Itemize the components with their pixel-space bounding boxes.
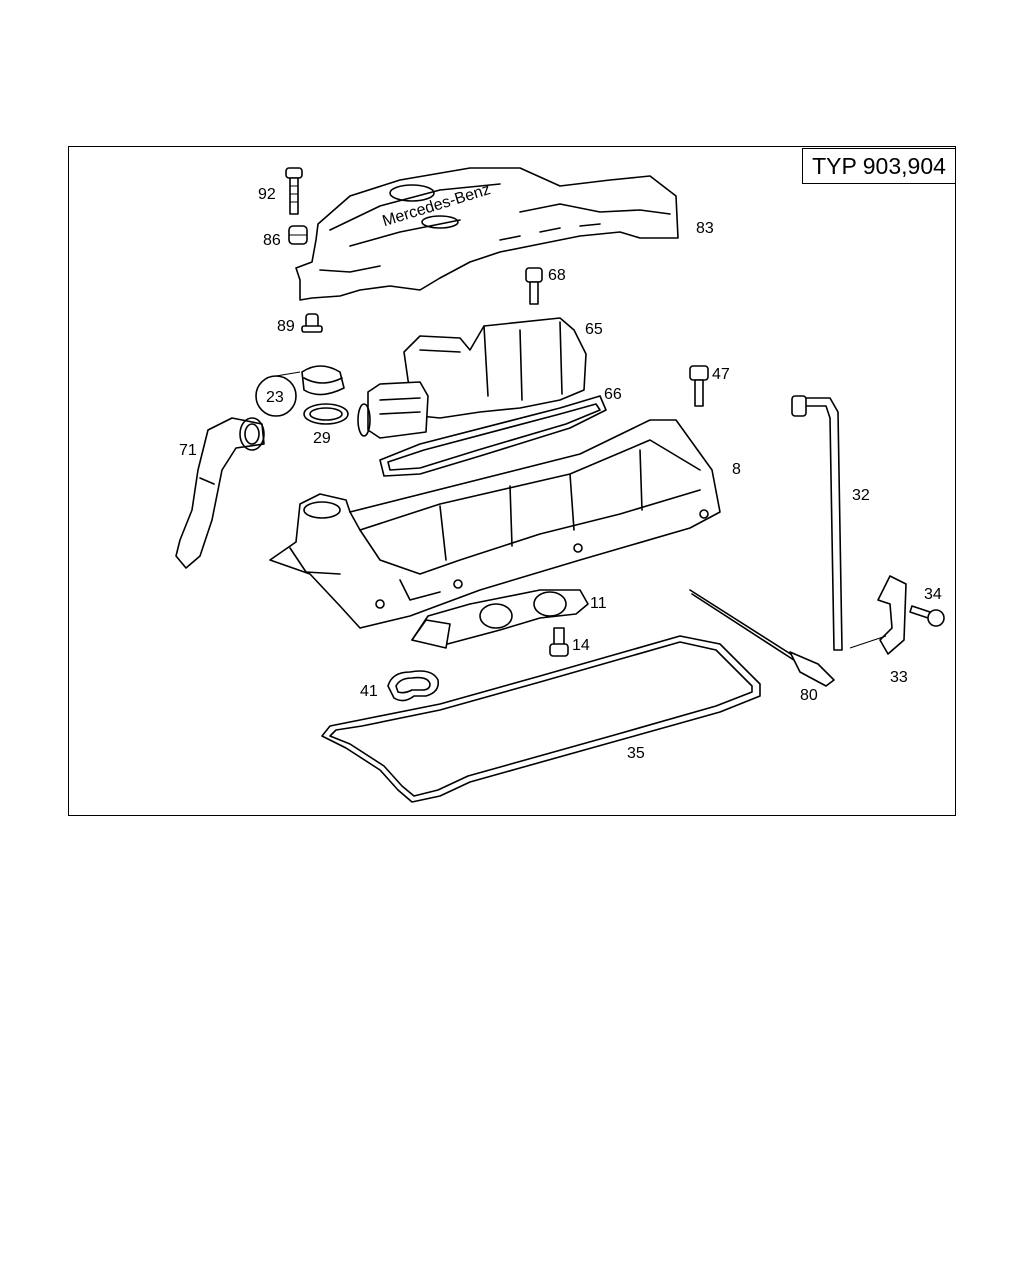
model-type-label: TYP 903,904 <box>802 148 956 184</box>
callout-23: 23 <box>266 389 284 406</box>
part-92-bolt <box>285 167 303 215</box>
callout-labels: 92 86 83 68 89 65 23 47 29 66 71 8 32 34… <box>179 186 942 762</box>
callout-41: 41 <box>360 683 378 700</box>
part-80-dipstick <box>689 589 835 687</box>
part-86-grommet <box>288 225 308 245</box>
callout-80: 80 <box>800 687 818 704</box>
callout-11: 11 <box>590 595 607 612</box>
callout-86: 86 <box>263 232 281 249</box>
part-66-gasket <box>379 395 607 477</box>
callout-14: 14 <box>572 637 590 654</box>
part-23-filler-cap <box>255 365 345 417</box>
part-68-bolt <box>525 267 543 305</box>
callout-29: 29 <box>313 430 331 447</box>
part-35-gasket <box>321 635 761 803</box>
part-14-bolt <box>549 627 569 657</box>
part-41-seal <box>387 670 440 702</box>
callout-32: 32 <box>852 487 870 504</box>
callout-89: 89 <box>277 318 295 335</box>
part-33-bracket <box>849 575 907 655</box>
callout-66: 66 <box>604 386 622 403</box>
callout-83: 83 <box>696 220 714 237</box>
callout-34: 34 <box>924 586 942 603</box>
part-8-cylinder-head-cover <box>269 419 721 629</box>
callout-65: 65 <box>585 321 603 338</box>
callout-71: 71 <box>179 442 197 459</box>
part-29-seal-ring <box>303 403 349 425</box>
part-89-stud <box>301 313 323 333</box>
part-34-bolt <box>909 605 945 627</box>
callout-68: 68 <box>548 267 566 284</box>
part-32-dipstick-tube <box>791 395 843 651</box>
part-83-engine-cover: Mercedes-Benz <box>295 167 679 301</box>
callout-47: 47 <box>712 366 730 383</box>
diagram-frame <box>68 146 956 816</box>
callout-92: 92 <box>258 186 276 203</box>
part-71-breather-hose <box>175 417 265 569</box>
callout-35: 35 <box>627 745 645 762</box>
part-11-bearing-bracket <box>411 589 589 649</box>
part-47-bolt <box>689 365 709 407</box>
callout-33: 33 <box>890 669 908 686</box>
callout-8: 8 <box>732 461 741 478</box>
part-65-oil-separator <box>357 317 587 439</box>
